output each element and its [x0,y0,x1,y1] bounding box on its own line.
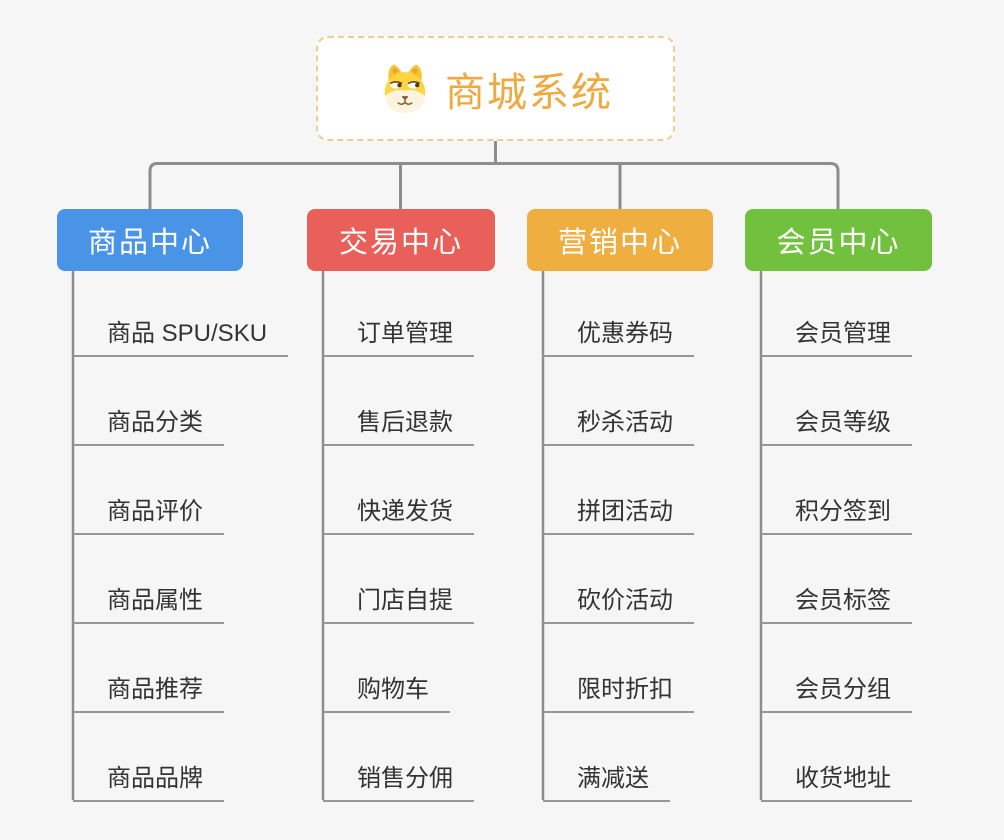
leaf-node[interactable]: 订单管理 [323,319,474,357]
leaf-node[interactable]: 秒杀活动 [543,408,694,446]
leaf-node[interactable]: 快递发货 [323,497,474,535]
leaf-node[interactable]: 会员标签 [761,586,912,624]
trade-center-items: 订单管理 售后退款 快递发货 门店自提 购物车 销售分佣 [323,271,583,816]
branch-member-center[interactable]: 会员中心 [745,209,932,271]
leaf-node[interactable]: 商品属性 [73,586,224,624]
leaf-node[interactable]: 会员分组 [761,675,912,713]
leaf-node[interactable]: 砍价活动 [543,586,694,624]
leaf-node[interactable]: 商品 SPU/SKU [73,319,289,357]
leaf-node[interactable]: 会员管理 [761,319,912,357]
member-center-items: 会员管理 会员等级 积分签到 会员标签 会员分组 收货地址 [761,271,1004,816]
leaf-node[interactable]: 销售分佣 [323,764,474,802]
leaf-node[interactable]: 售后退款 [323,408,474,446]
leaf-node[interactable]: 会员等级 [761,408,912,446]
leaf-node[interactable]: 满减送 [543,764,670,802]
branch-trade-center[interactable]: 交易中心 [307,209,495,271]
leaf-node[interactable]: 拼团活动 [543,497,694,535]
leaf-node[interactable]: 购物车 [323,675,450,713]
leaf-node[interactable]: 优惠券码 [543,319,694,357]
leaf-node[interactable]: 积分签到 [761,497,912,535]
product-center-items: 商品 SPU/SKU 商品分类 商品评价 商品属性 商品推荐 商品品牌 [73,271,333,816]
root-node[interactable]: 商城系统 [316,36,675,141]
leaf-node[interactable]: 商品推荐 [73,675,224,713]
leaf-node[interactable]: 商品评价 [73,497,224,535]
marketing-center-items: 优惠券码 秒杀活动 拼团活动 砍价活动 限时折扣 满减送 [543,271,803,816]
shiba-dog-icon [384,64,426,113]
leaf-node[interactable]: 收货地址 [761,764,912,802]
root-title: 商城系统 [445,70,613,115]
leaf-node[interactable]: 限时折扣 [543,675,694,713]
branch-product-center[interactable]: 商品中心 [57,209,243,271]
leaf-node[interactable]: 商品品牌 [73,764,224,802]
branch-marketing-center[interactable]: 营销中心 [527,209,713,271]
leaf-node[interactable]: 商品分类 [73,408,224,446]
leaf-node[interactable]: 门店自提 [323,586,474,624]
